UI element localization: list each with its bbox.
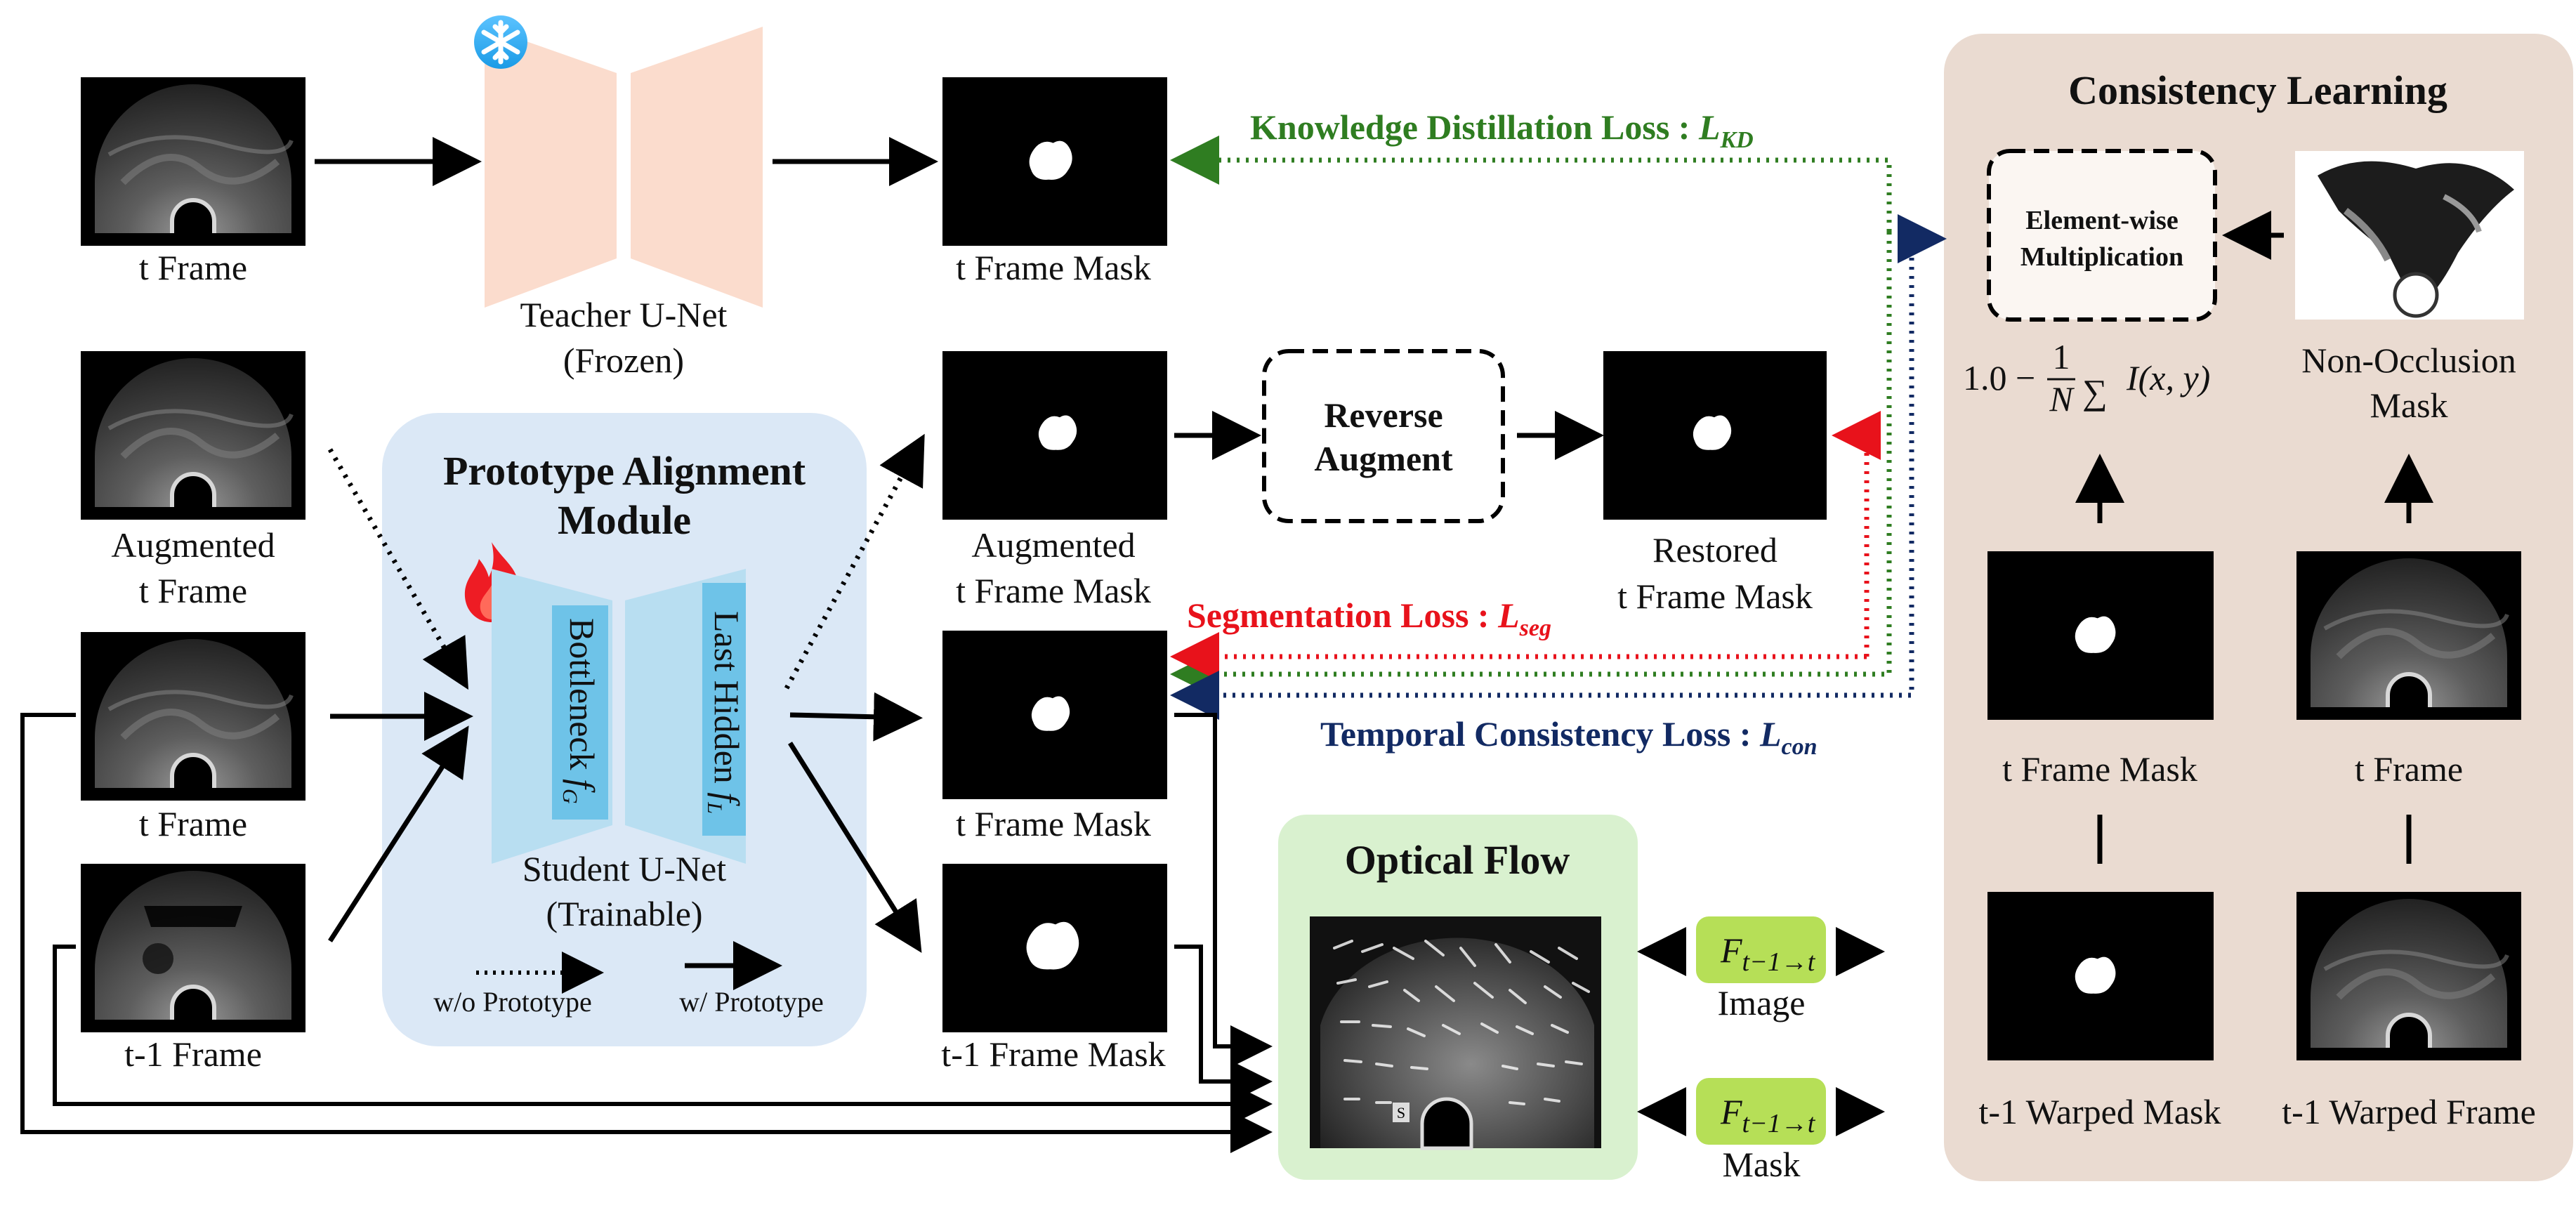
cl-warped-mask-label: t-1 Warped Mask [1979,1092,2221,1131]
svg-text:Bottleneck fG: Bottleneck fG [558,618,602,804]
occlusion-formula: 1.0 − 1 N ∑ I(x, y) [1963,337,2210,419]
arrow-t1-out [788,742,922,953]
restored-mask-label-2: t Frame Mask [1617,577,1813,616]
augmented-t-frame-label-2: t Frame [139,571,247,610]
cl-warped-mask [1987,892,2214,1060]
restored-mask [1603,351,1827,520]
flow-image-label: Image [1718,983,1806,1022]
flow-badge: S [1397,1104,1405,1122]
teacher-input-frame [81,77,305,246]
non-occlusion-label-1: Non-Occlusion [2301,341,2516,380]
augmented-mask-label-2: t Frame Mask [956,571,1151,610]
svg-text:1.0 −: 1.0 − [1963,358,2035,397]
legend-with-prototype: w/ Prototype [679,986,824,1018]
snowflake-icon [474,15,527,69]
consistency-title: Consistency Learning [2068,67,2447,113]
svg-text:1: 1 [2053,337,2070,376]
element-wise-label-1: Element-wise [2025,206,2178,235]
student-t1-mask [942,864,1167,1032]
student-t1-mask-label: t-1 Frame Mask [941,1034,1165,1074]
arrow-t1frame-to-flow [53,945,1273,1125]
optical-flow-title: Optical Flow [1345,837,1570,883]
arrow-tmask-to-flow [1174,713,1273,1067]
restored-mask-label-1: Restored [1652,530,1777,570]
student-t1-frame-label: t-1 Frame [124,1034,262,1074]
con-loss-arrow [1170,236,1938,720]
last-hidden-feature [702,583,746,836]
augmented-mask-label-1: Augmented [971,525,1135,565]
non-occlusion-mask-image [2295,151,2524,320]
bottleneck-feature [552,605,608,820]
bottleneck-label: Bottleneck fG [558,618,602,804]
augmented-mask [942,351,1167,520]
reverse-augment-box [1262,349,1505,523]
legend-without-prototype: w/o Prototype [433,986,592,1018]
student-state: (Trainable) [546,894,702,933]
svg-text:Ft−1→t: Ft−1→t [1720,1092,1816,1138]
teacher-output-mask [942,77,1167,246]
arrow-t1-in [328,725,469,942]
teacher-output-label: t Frame Mask [956,248,1151,287]
seg-loss-label: Segmentation Loss : Lseg [1187,596,1551,641]
cl-warped-frame [2296,892,2521,1060]
student-t1-frame [81,864,305,1032]
augmented-t-frame [81,351,305,520]
last-hidden-label: Last Hidden fL [703,611,747,814]
augmented-t-frame-label-1: Augmented [111,525,275,565]
teacher-name: Teacher U-Net [520,295,728,334]
student-t-frame-label: t Frame [139,804,247,843]
kd-loss-to-mask [1170,232,1892,699]
arrow-augmented-out [784,433,925,690]
flow-image-box: Ft−1→t [1696,916,1826,983]
svg-text:N: N [2049,379,2075,419]
kd-loss-label: Knowledge Distillation Loss : LKD [1250,107,1754,153]
arrow-t1mask-to-flow [1174,945,1273,1103]
seg-loss-arrow [1832,411,1881,657]
reverse-augment-label-1: Reverse [1324,395,1443,435]
element-wise-label-2: Multiplication [2020,242,2183,272]
svg-text:I(x, y): I(x, y) [2126,358,2210,397]
cl-warped-frame-label: t-1 Warped Frame [2282,1092,2536,1131]
kd-loss-arrow [1170,136,1892,232]
teacher-unet [485,27,763,308]
svg-text:Last Hidden fL: Last Hidden fL [703,611,747,814]
student-t-frame [81,632,305,801]
prototype-module-title-2: Module [558,497,691,543]
prototype-module-title-1: Prototype Alignment [443,448,806,494]
teacher-state: (Frozen) [563,341,684,380]
arrow-tframe-to-flow [20,713,1273,1153]
svg-text:∑: ∑ [2082,372,2108,412]
teacher-input-label: t Frame [139,248,247,287]
student-unet [492,569,746,864]
con-loss-label: Temporal Consistency Loss : Lcon [1320,714,1818,760]
student-name: Student U-Net [523,849,726,888]
student-t-mask [942,631,1167,799]
cl-t-mask [1987,551,2214,720]
flow-mask-label: Mask [1722,1145,1800,1184]
flow-mask-box: Ft−1→t [1696,1078,1826,1145]
cl-t-frame [2296,551,2521,720]
optical-flow-image: S [1310,916,1601,1150]
arrow-t-out [789,692,923,742]
svg-text:Ft−1→t: Ft−1→t [1720,930,1816,977]
cl-t-frame-label: t Frame [2355,749,2463,789]
non-occlusion-label-2: Mask [2370,386,2447,425]
reverse-augment-label-2: Augment [1314,439,1453,478]
cl-t-mask-label: t Frame Mask [2002,749,2197,789]
student-t-mask-label: t Frame Mask [956,804,1151,843]
element-wise-box [1987,149,2217,322]
